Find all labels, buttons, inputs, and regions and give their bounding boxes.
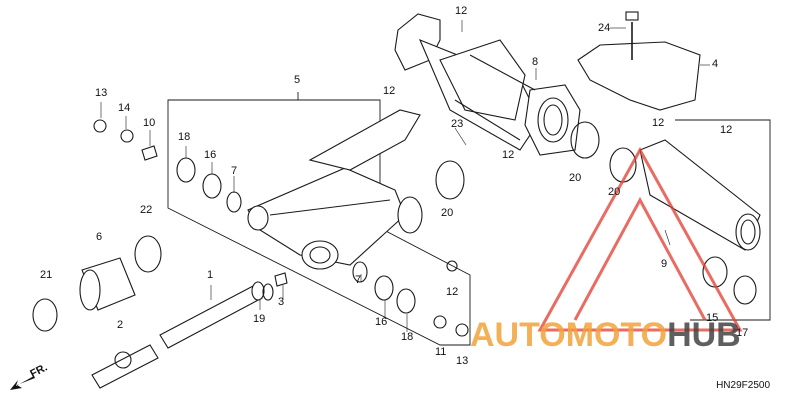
callout-label: 12 [383, 85, 396, 97]
mount-bracket [577, 41, 701, 111]
callout-label: 13 [456, 355, 469, 367]
axle-housing-tube [639, 139, 761, 251]
final-drive-housing [394, 13, 581, 156]
boot-clamp [32, 298, 58, 332]
shaft-circlip [262, 283, 274, 301]
callout-label: 5 [294, 74, 301, 86]
callout-label: 20 [441, 207, 454, 219]
seal [226, 191, 242, 213]
watermark-part1: AUTOMOTO [470, 316, 668, 354]
diagram-code: HN29F2500 [716, 380, 770, 391]
nut [93, 119, 107, 133]
seal [352, 261, 368, 283]
o-ring [570, 121, 600, 159]
callout-label: 10 [143, 117, 156, 129]
callout-label: 12 [652, 117, 665, 129]
callout-label: 17 [736, 327, 749, 339]
callout-label: 12 [502, 149, 515, 161]
callout-label: 3 [278, 296, 285, 308]
watermark-brand: AUTOMOTOHUB [470, 318, 741, 352]
nut [433, 315, 447, 329]
callout-label: 7 [231, 165, 238, 177]
callout-label: 14 [118, 102, 131, 114]
watermark-logo [537, 146, 743, 332]
callout-label: 18 [401, 331, 414, 343]
callout-label: 23 [451, 118, 464, 130]
watermark-part2: HUB [667, 316, 741, 354]
callout-label: 20 [608, 186, 621, 198]
callout-label: 12 [455, 5, 468, 17]
callout-label: 18 [178, 131, 191, 143]
callout-label: 24 [598, 22, 611, 34]
callout-label: 19 [253, 313, 266, 325]
callout-label: 9 [661, 258, 668, 270]
washer [455, 323, 469, 337]
o-ring [435, 160, 465, 200]
assembly-9-bracket [675, 119, 771, 321]
callout-label: 15 [706, 312, 719, 324]
bearing [396, 288, 416, 314]
pin [141, 145, 158, 161]
callout-label: 11 [435, 346, 447, 358]
nut [446, 260, 458, 272]
callout-label: 16 [204, 149, 217, 161]
shaft-spring [274, 272, 288, 287]
callout-label: 4 [712, 58, 719, 70]
callout-label: 16 [375, 316, 388, 328]
boot-clamp [134, 235, 162, 273]
callout-label: 21 [40, 269, 53, 281]
bearing [202, 173, 222, 199]
bearing [374, 275, 394, 301]
drive-shaft [159, 281, 265, 349]
seal [733, 275, 757, 305]
callout-label: 2 [117, 319, 124, 331]
universal-joint [91, 344, 159, 389]
bearing [176, 157, 196, 183]
callout-label: 6 [96, 231, 103, 243]
callout-label: 12 [446, 286, 459, 298]
callout-label: 7 [355, 274, 362, 286]
callout-label: 8 [532, 56, 539, 68]
arrow-icon [10, 376, 35, 390]
callout-label: 20 [569, 172, 582, 184]
washer [120, 129, 134, 143]
callout-label: 22 [140, 204, 153, 216]
callout-label: 1 [207, 269, 214, 281]
callout-label: 12 [720, 124, 733, 136]
swingarm [247, 109, 423, 270]
callout-label: 13 [95, 87, 108, 99]
